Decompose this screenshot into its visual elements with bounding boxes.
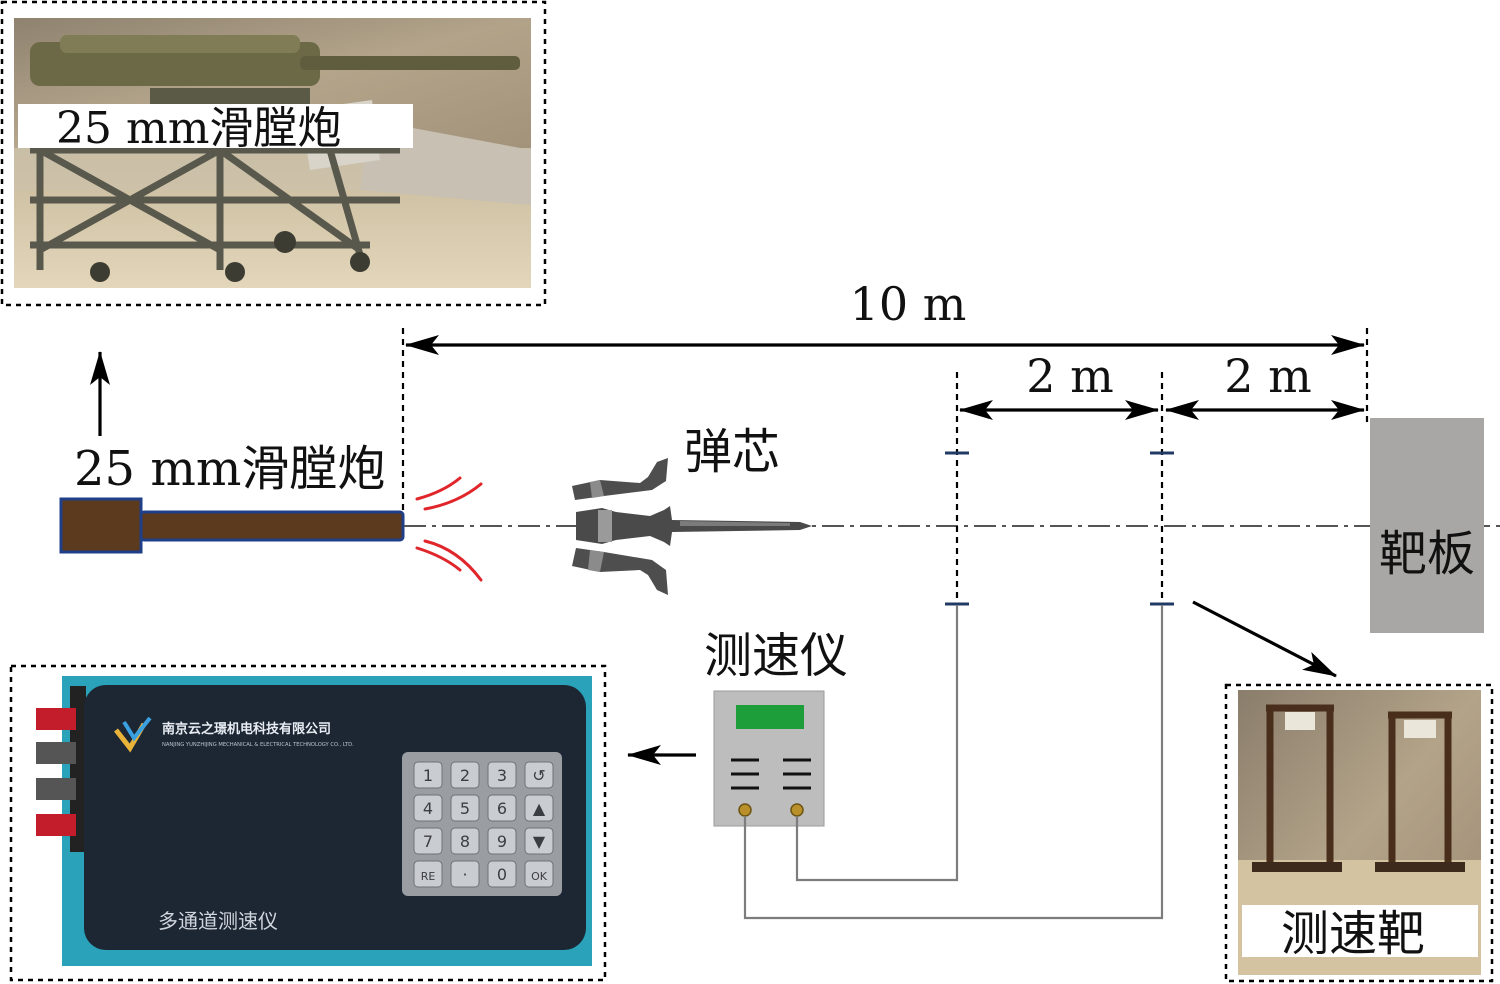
- keypad-key: [450, 794, 480, 822]
- keypad-key-label: 6: [497, 799, 507, 818]
- keypad-key-label: ·: [462, 865, 467, 884]
- chronograph-icon: [713, 690, 825, 827]
- screen-photo-arrow: [1192, 600, 1337, 678]
- keypad-key-label: ↺: [532, 766, 545, 785]
- dimension-10m-label: 10 m: [850, 277, 967, 331]
- wire-screen-2: [743, 605, 1164, 920]
- gun-barrel: [59, 497, 405, 554]
- device-product-name: 多通道测速仪: [158, 909, 278, 933]
- gun-photo: [14, 18, 531, 288]
- screen-photo-panel: 测速靶: [1224, 683, 1494, 983]
- company-logo-icon: [114, 716, 152, 753]
- keypad-key-label: OK: [531, 870, 548, 883]
- keypad-key-label: 2: [460, 766, 470, 785]
- keypad-key: [450, 827, 480, 855]
- projectile-icon: [572, 458, 812, 595]
- muzzle-blast-icon: [415, 476, 483, 582]
- keypad-key-label: ▲: [533, 799, 546, 818]
- device-company-cn: 南京云之璟机电科技有限公司: [162, 721, 331, 737]
- gun-photo-caption: 25 mm滑膛炮: [56, 103, 341, 154]
- keypad-key-label: 3: [497, 766, 507, 785]
- keypad-key-label: 9: [497, 832, 507, 851]
- keypad-key-label: 4: [423, 799, 433, 818]
- keypad-key-label: 5: [460, 799, 470, 818]
- device-company-en: NANJING YUNZHIJING MECHANICAL & ELECTRIC…: [162, 742, 354, 748]
- keypad-key-label: 8: [460, 832, 470, 851]
- keypad-key: [487, 794, 517, 822]
- gun-photo-frame: [0, 0, 547, 307]
- screen-photo-frame: [1224, 683, 1494, 983]
- keypad-key-label: 7: [423, 832, 433, 851]
- dimension-2m-screens-label: 2 m: [1026, 349, 1114, 403]
- keypad-key: [413, 827, 443, 855]
- gun-photo-panel: 25 mm滑膛炮: [0, 0, 547, 307]
- device-photo: 南京云之璟机电科技有限公司 NANJING YUNZHIJING MECHANI…: [36, 676, 592, 966]
- keypad-key-label: RE: [421, 870, 436, 883]
- keypad-key: [450, 860, 480, 888]
- device-photo-panel: 南京云之璟机电科技有限公司 NANJING YUNZHIJING MECHANI…: [9, 664, 607, 982]
- screen-photo-caption-box: [1242, 905, 1478, 957]
- keypad-key: [413, 860, 443, 888]
- device-photo-frame: [9, 664, 607, 982]
- velocity-screen-2: [1150, 372, 1174, 606]
- projectile-label: 弹芯: [684, 424, 780, 480]
- keypad-key: [524, 860, 554, 888]
- keypad-key: [524, 794, 554, 822]
- keypad-key: [487, 827, 517, 855]
- gun-label: 25 mm滑膛炮: [74, 441, 385, 497]
- screen-photo-caption: 测速靶: [1281, 906, 1425, 962]
- target-label: 靶板: [1379, 526, 1475, 582]
- gun-photo-caption-box: [18, 104, 413, 148]
- keypad-key: [487, 761, 517, 789]
- keypad-key: [487, 860, 517, 888]
- velocity-screen-1: [945, 372, 969, 606]
- keypad-key-label: 1: [423, 766, 433, 785]
- target-plate: [1370, 418, 1484, 633]
- keypad-key-label: ▼: [533, 832, 546, 851]
- keypad-key: [524, 761, 554, 789]
- keypad-key: [450, 761, 480, 789]
- keypad-key: [413, 794, 443, 822]
- device-keypad-keys: 1 2 3 ↺ 4 5 6 ▲ 7 8 9 ▼ RE · 0 OK: [413, 761, 554, 888]
- dimension-2m-target-label: 2 m: [1224, 349, 1312, 403]
- chrono-label: 测速仪: [704, 628, 848, 684]
- keypad-key: [413, 761, 443, 789]
- keypad-key-label: 0: [497, 865, 507, 884]
- device-keypad: [402, 752, 562, 896]
- keypad-key: [524, 827, 554, 855]
- wire-screen-1: [795, 605, 959, 882]
